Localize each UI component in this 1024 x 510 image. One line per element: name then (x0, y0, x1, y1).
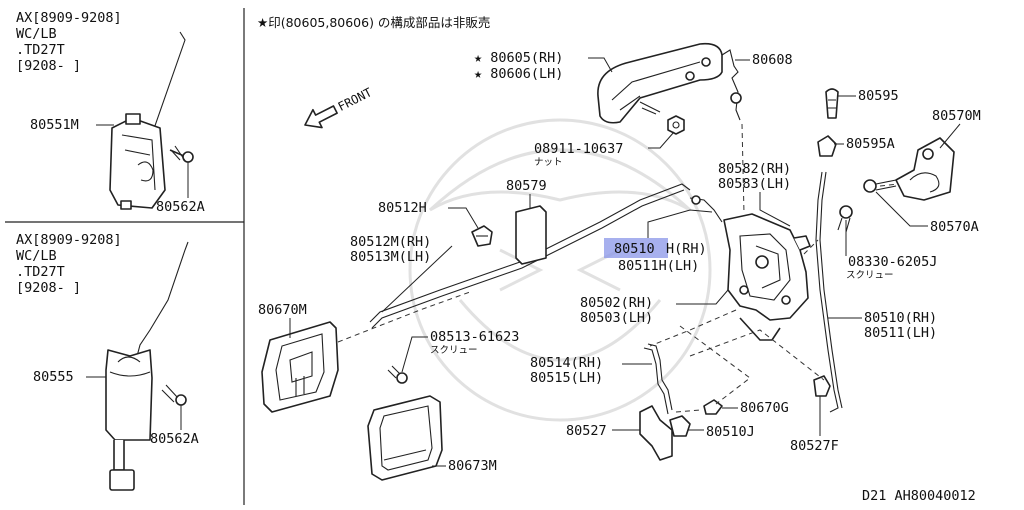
highlight-box (604, 238, 668, 258)
inner-handle-rod-edge (371, 189, 685, 329)
leader-line (401, 336, 428, 373)
striker-screw-label: 80570A (930, 219, 979, 235)
bottom-bolt-label: 80562A (150, 431, 199, 447)
clip-icon (471, 225, 493, 247)
non-sale-note: ★印(80605,80606) の構成部品は非販売 (257, 15, 490, 30)
front-arrow-icon: FRONT (304, 85, 375, 129)
leader-line (648, 131, 675, 149)
screw2-code-label: 08513-61623 (430, 329, 519, 345)
bottom-panel: AX[8909-9208] WC/LB .TD27T [9208- ] 8055… (16, 232, 199, 491)
handle-rh-label: ★ 80605(RH) (474, 50, 563, 66)
striker (895, 137, 955, 201)
bottom-panel-header-line: WC/LB (16, 248, 57, 264)
outside-handle (597, 42, 723, 124)
rod2-lh-label: 80515(LH) (530, 370, 603, 386)
striker-label: 80570M (932, 108, 981, 124)
rod2-rh-label: 80514(RH) (530, 355, 603, 371)
top-bolt-label: 80562A (156, 199, 205, 215)
clip-label: 80512H (378, 200, 427, 216)
bottom-panel-header-line: AX[8909-9208] (16, 232, 122, 248)
leader-line (939, 123, 961, 149)
bolt-icon (161, 384, 187, 406)
screw-code-label: 08330-6205J (848, 254, 937, 270)
cover-pad (515, 205, 547, 265)
knob-label: 80595 (858, 88, 899, 104)
rod-clip (691, 195, 701, 205)
front-label: FRONT (336, 85, 375, 114)
leader-line (676, 289, 729, 305)
top-panel-header-line: .TD27T (16, 42, 65, 58)
top-panel-header-line: [9208- ] (16, 58, 81, 74)
nut-code-label: 08911-10637 (534, 141, 623, 157)
actuator-rod (135, 241, 189, 361)
bracket-label: 80527 (566, 423, 607, 439)
long-rod-edge (819, 171, 843, 409)
escutcheon-label: 80673M (448, 458, 497, 474)
screw-icon (837, 205, 853, 233)
nut-icon (667, 115, 685, 135)
rod-m-rh-label: 80512M(RH) (350, 234, 431, 250)
inner-handle-rod (369, 183, 691, 323)
bottom-actuator-label: 80555 (33, 369, 74, 385)
screw-icon (387, 365, 408, 384)
clip-icon (703, 399, 723, 415)
bracket (639, 405, 673, 461)
clip2-label: 80670G (740, 400, 789, 416)
leader-line (759, 192, 791, 227)
latch-rh-label: 80502(RH) (580, 295, 653, 311)
clip3-label: 80510J (706, 424, 755, 440)
clip4-label: 80527F (790, 438, 839, 454)
rod-clip (730, 92, 742, 104)
door-latch (723, 213, 811, 341)
screw-jp-label: スクリュー (846, 270, 894, 281)
leader-line (647, 209, 713, 238)
long-rod (815, 171, 839, 413)
long-rod-rh-label: 80510(RH) (864, 310, 937, 326)
cover-label: 80579 (506, 178, 547, 194)
long-rod-lh-label: 80511(LH) (864, 325, 937, 341)
rod-m-lh-label: 80513M(LH) (350, 249, 431, 265)
latch-lh-label: 80503(LH) (580, 310, 653, 326)
knob-grommet (817, 135, 837, 157)
leader-line (875, 191, 928, 227)
inner-handle-label: 80670M (258, 302, 307, 318)
top-panel-header-line: AX[8909-9208] (16, 10, 122, 26)
lock-rod (647, 343, 673, 411)
lock-lh-label: 80583(LH) (718, 176, 791, 192)
leader-line (381, 245, 453, 313)
screw2-jp-label: スクリュー (430, 345, 478, 356)
catalog-reference: D21 AH80040012 (862, 488, 976, 504)
escutcheon (367, 395, 443, 481)
clip-icon (813, 375, 831, 397)
lock-rod-edge (643, 347, 669, 415)
handle-rod (721, 49, 741, 121)
bottom-panel-header-line: [9208- ] (16, 280, 81, 296)
leader-line (588, 57, 613, 73)
top-panel: AX[8909-9208] WC/LB .TD27T [9208- ] 8055… (16, 10, 205, 215)
assembly-lines (337, 123, 899, 413)
inner-handle (261, 321, 339, 413)
top-panel-header-line: WC/LB (16, 26, 57, 42)
actuator-body (105, 349, 153, 491)
lock-rh-label: 80582(RH) (718, 161, 791, 177)
nut-jp-label: ナット (534, 157, 563, 168)
screw-icon (863, 179, 897, 193)
actuator-body (109, 113, 166, 210)
clip-icon (669, 415, 691, 437)
leader-line (448, 207, 479, 229)
bolt-icon (169, 145, 194, 163)
knob-grommet-label: 80595A (846, 136, 895, 152)
lock-knob (825, 88, 839, 119)
rod-h-rh-suffix-label: H(RH) (666, 241, 707, 257)
handle-lh-label: ★ 80606(LH) (474, 66, 563, 82)
rod-80608-label: 80608 (752, 52, 793, 68)
bottom-panel-header-line: .TD27T (16, 264, 65, 280)
rod-h-lh-label: 80511H(LH) (618, 258, 699, 274)
top-actuator-label: 80551M (30, 117, 79, 133)
rod-h-highlight-label: 80510 (614, 241, 655, 257)
